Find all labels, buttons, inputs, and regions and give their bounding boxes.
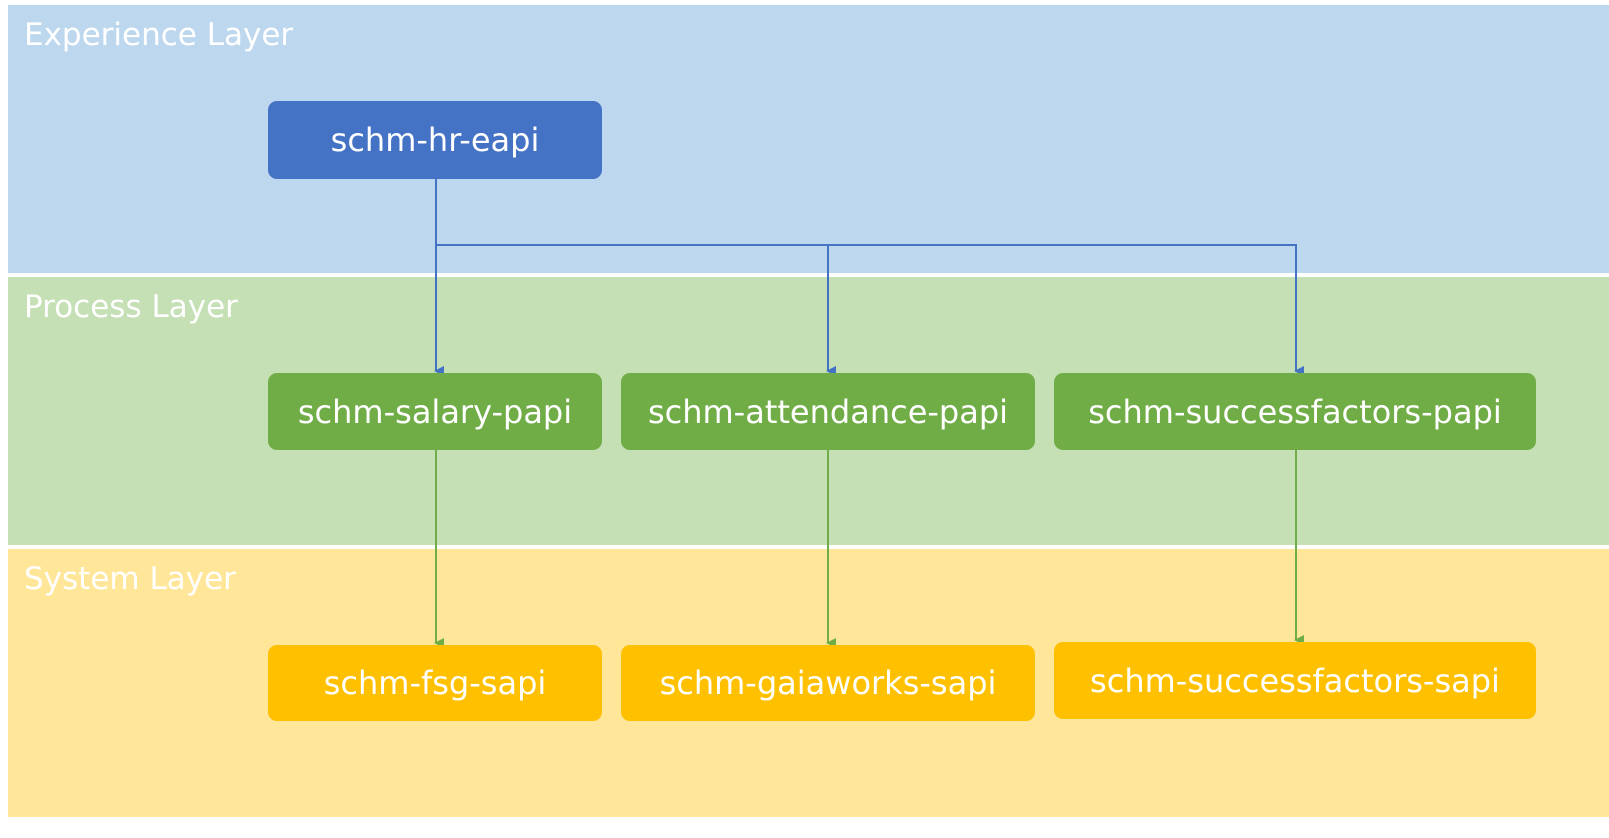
- node-schm-salary-papi: schm-salary-papi: [268, 373, 602, 450]
- experience-layer-title: Experience Layer: [24, 17, 294, 53]
- system-layer-title: System Layer: [24, 561, 236, 597]
- node-schm-successfactors-sapi: schm-successfactors-sapi: [1054, 642, 1536, 719]
- node-schm-hr-eapi: schm-hr-eapi: [268, 101, 602, 179]
- node-schm-gaiaworks-sapi: schm-gaiaworks-sapi: [621, 645, 1035, 721]
- node-schm-fsg-sapi: schm-fsg-sapi: [268, 645, 602, 721]
- node-schm-successfactors-papi: schm-successfactors-papi: [1054, 373, 1536, 450]
- process-layer-title: Process Layer: [24, 289, 238, 325]
- node-schm-attendance-papi: schm-attendance-papi: [621, 373, 1035, 450]
- experience-layer-band: Experience Layer: [8, 5, 1609, 273]
